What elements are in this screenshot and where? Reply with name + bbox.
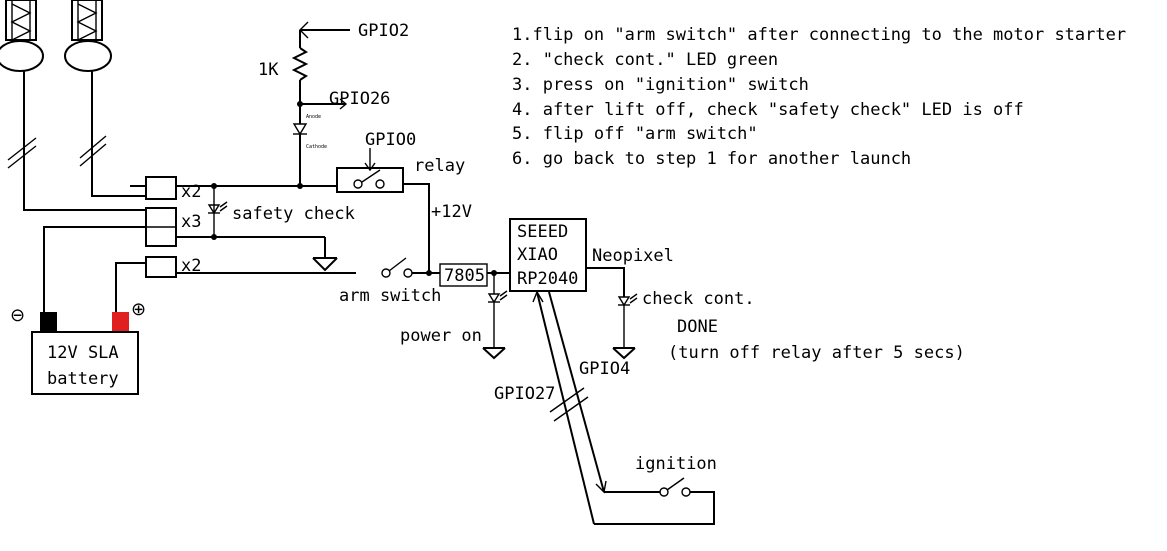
ignition-label: ignition: [635, 454, 717, 474]
gpio4-label: GPIO4: [579, 359, 630, 379]
mcu-label-line1: SEEED: [517, 222, 568, 242]
instruction-list: 1.flip on "arm switch" after connecting …: [512, 25, 1126, 169]
regulator-label: 7805: [444, 266, 485, 286]
ignition-wires: GPIO27 GPIO4: [494, 290, 630, 525]
gpio0-label: GPIO0: [365, 130, 416, 150]
battery-negative-icon: ⊖: [10, 305, 25, 326]
arm-switch: arm switch: [339, 257, 441, 306]
connector-x2-bottom-label: x2: [181, 256, 201, 276]
diode-anode-label: Anode: [306, 114, 321, 120]
connector-x3-label: x3: [181, 212, 201, 232]
connector-x3: x3: [145, 207, 325, 247]
step-1: 1.flip on "arm switch" after connecting …: [512, 25, 1126, 45]
battery-label-line1: 12V SLA: [47, 343, 119, 363]
safety-check-led: safety check: [207, 183, 355, 240]
step-5: 5. flip off "arm switch": [512, 124, 758, 144]
safety-check-label: safety check: [232, 204, 355, 224]
step-2: 2. "check cont." LED green: [512, 50, 778, 70]
igniter-right: [64, 0, 112, 72]
connector-x2-bottom: x2: [145, 256, 356, 278]
battery: 12V SLA battery ⊖ ⊕: [10, 226, 146, 395]
plus12v-label: +12V: [431, 202, 472, 222]
battery-negative-terminal: [40, 312, 57, 332]
gpio2-resistor-branch: GPIO2 1K GPIO26 Anode Cathode: [258, 21, 409, 189]
relay: GPIO0 relay +12V: [300, 130, 472, 273]
done-note-label: (turn off relay after 5 secs): [668, 343, 965, 363]
step-3: 3. press on "ignition" switch: [512, 75, 809, 95]
check-cont-label: check cont.: [642, 289, 755, 309]
igniter-leads: [7, 70, 146, 211]
neopixel-label: Neopixel: [592, 246, 674, 266]
neopixel-led: Neopixel check cont. DONE (turn off rela…: [586, 246, 965, 363]
relay-label: relay: [414, 156, 465, 176]
connector-x2-top-label: x2: [181, 182, 201, 202]
power-on-led: power on: [400, 273, 508, 360]
diode-cathode-label: Cathode: [306, 144, 327, 150]
step-4: 4. after lift off, check "safety check" …: [512, 100, 1024, 120]
step-6: 6. go back to step 1 for another launch: [512, 149, 911, 169]
arm-switch-label: arm switch: [339, 286, 441, 306]
ignition-switch: ignition: [594, 454, 717, 525]
battery-positive-terminal: [112, 312, 129, 332]
gpio27-label: GPIO27: [494, 384, 555, 404]
mcu-label-line3: RP2040: [517, 269, 578, 289]
battery-label-line2: battery: [47, 369, 119, 389]
battery-positive-icon: ⊕: [131, 299, 146, 320]
connector-x2-top: x2: [130, 176, 300, 202]
ground-safety: [312, 237, 338, 272]
done-label: DONE: [677, 317, 718, 337]
mcu-seeed-xiao: SEEED XIAO RP2040: [509, 218, 587, 292]
gpio26-label: GPIO26: [329, 89, 390, 109]
power-on-label: power on: [400, 326, 482, 346]
regulator-7805: 7805: [439, 263, 510, 287]
igniter-left: [0, 0, 44, 72]
gpio2-label: GPIO2: [358, 21, 409, 41]
resistor-label: 1K: [258, 60, 279, 80]
mcu-label-line2: XIAO: [517, 245, 558, 265]
